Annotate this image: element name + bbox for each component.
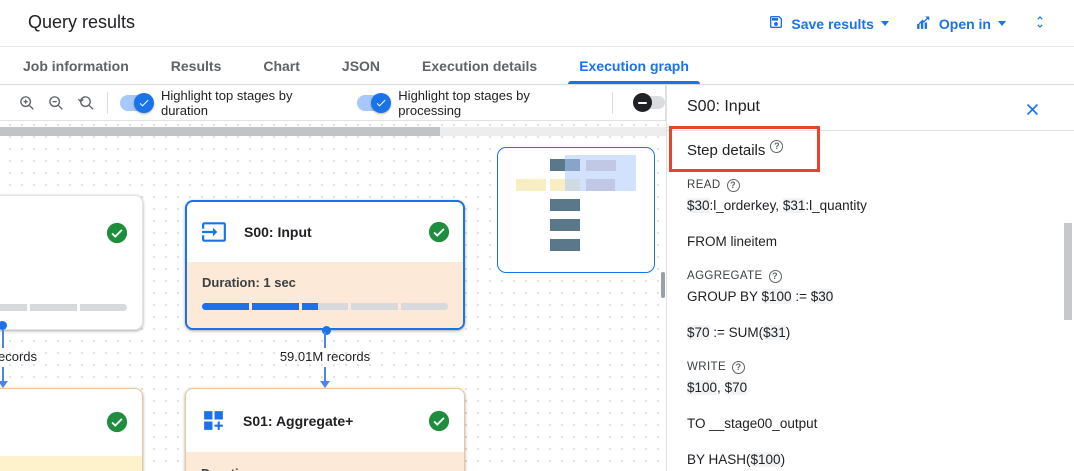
minimap-stage-block: [516, 179, 546, 191]
edge-line: [324, 367, 326, 381]
tab-job-information[interactable]: Job information: [23, 57, 129, 74]
node-stage-s01-aggregate[interactable]: S01: Aggregate+ Duration:: [185, 388, 465, 471]
help-icon[interactable]: ?: [768, 269, 782, 283]
edge-line: [2, 330, 4, 348]
header: Query results Save results Open in: [0, 0, 1074, 47]
step-group-by-hash: BY HASH($100): [687, 450, 1034, 469]
tab-json[interactable]: JSON: [341, 57, 381, 74]
toolbar-divider: [107, 91, 108, 114]
node-stage-s00-input[interactable]: S00: Input Duration: 1 sec: [185, 200, 465, 335]
stage-complete-icon: [106, 222, 128, 244]
aggregate-stage-icon: [201, 408, 226, 433]
node-stage-left-bottom[interactable]: [0, 388, 143, 471]
edge-arrowhead-icon: [320, 381, 330, 388]
save-icon: [768, 14, 784, 33]
duration-bar: [0, 304, 128, 311]
duration-section: Duration:: [186, 452, 464, 471]
toggle-switch-on[interactable]: [119, 92, 154, 113]
panel-title: S00: Input: [687, 98, 760, 115]
step-code-line: TO __stage00_output: [687, 416, 818, 431]
tab-execution-details[interactable]: Execution details: [422, 57, 538, 74]
duration-label: Duration:: [201, 466, 259, 471]
panel-scrollbar-thumb[interactable]: [1064, 223, 1072, 320]
minimap-stage-block: [550, 219, 580, 231]
help-icon[interactable]: ?: [726, 178, 740, 192]
minimap-viewport[interactable]: [565, 155, 636, 191]
save-results-button[interactable]: Save results: [768, 14, 889, 33]
input-stage-icon: [201, 219, 227, 245]
node-title: S00: Input: [244, 224, 312, 240]
tab-chart[interactable]: Chart: [263, 57, 300, 74]
toolbar-divider: [612, 91, 613, 114]
help-icon[interactable]: ?: [770, 139, 784, 153]
panel-divider: [667, 130, 1074, 131]
edge-connector-dot: [322, 326, 331, 335]
step-code-line: $70 := SUM($31): [687, 325, 791, 340]
tab-execution-graph[interactable]: Execution graph: [558, 47, 710, 84]
step-code-line: GROUP BY $100 := $30: [687, 289, 834, 304]
edge-line: [2, 367, 4, 381]
aggregate-label: AGGREGATE: [687, 270, 763, 282]
duration-label: Duration: 1 sec: [202, 275, 296, 290]
graph-minimap[interactable]: [497, 147, 655, 273]
chart-icon: [915, 14, 932, 34]
duration-section: [0, 456, 142, 471]
caret-down-icon: [998, 21, 1006, 26]
tab-results[interactable]: Results: [170, 57, 222, 74]
vertical-scrollbar-thumb[interactable]: [661, 272, 665, 298]
header-actions: Save results Open in: [768, 0, 1048, 47]
duration-section: Duration: 1 sec: [187, 262, 463, 328]
edge-arrowhead-icon: [0, 381, 8, 388]
step-details-body: READ ? $30:l_orderkey, $31:l_quantity FR…: [687, 177, 1034, 471]
execution-graph-canvas[interactable]: S00: Input Duration: 1 sec ecords 59.01M…: [0, 121, 666, 471]
zoom-reset-button[interactable]: [76, 94, 94, 112]
edge-connector-dot: [0, 321, 7, 330]
contrast-toggle[interactable]: [633, 93, 665, 112]
step-details-heading: Step details?: [687, 139, 784, 159]
minimap-stage-block: [550, 199, 580, 211]
write-label: WRITE: [687, 361, 727, 373]
toggle-highlight-processing[interactable]: Highlight top stages by processing: [357, 88, 589, 118]
step-code-line: $30:l_orderkey, $31:l_quantity: [687, 198, 867, 213]
step-details-panel: S00: Input Step details? READ ? $30:l_or…: [666, 85, 1074, 471]
edge-line: [324, 332, 326, 348]
step-group-aggregate: AGGREGATE ? GROUP BY $100 := $30: [687, 268, 1034, 306]
stage-complete-icon: [106, 411, 128, 433]
stage-complete-icon: [428, 221, 450, 243]
help-icon[interactable]: ?: [732, 360, 746, 374]
open-in-button[interactable]: Open in: [915, 14, 1006, 34]
zoom-in-button[interactable]: [18, 94, 36, 112]
caret-down-icon: [880, 21, 889, 26]
duration-bar: [202, 303, 448, 310]
step-group-write: WRITE ? $100, $70: [687, 359, 1034, 397]
edge-records-label: ecords: [0, 349, 38, 364]
toggle-highlight-duration[interactable]: Highlight top stages by duration: [119, 88, 336, 118]
graph-toolbar: Highlight top stages by duration Highlig…: [0, 85, 666, 121]
tab-bar: Job information Results Chart JSON Execu…: [0, 47, 1074, 85]
step-code-line: BY HASH($100): [687, 452, 786, 467]
horizontal-scrollbar[interactable]: [0, 127, 666, 136]
unfold-more-icon: [1032, 14, 1048, 33]
step-code-line: FROM lineitem: [687, 234, 778, 249]
step-group-to: TO __stage00_output: [687, 414, 1034, 433]
minimap-stage-block: [550, 239, 580, 251]
step-group-from: FROM lineitem: [687, 232, 1034, 251]
horizontal-scrollbar-thumb[interactable]: [0, 127, 440, 136]
page-title: Query results: [28, 12, 136, 32]
contrast-toggle-knob: [633, 93, 652, 112]
node-title: S01: Aggregate+: [243, 412, 354, 429]
stage-complete-icon: [428, 410, 450, 432]
toggle-switch-on[interactable]: [357, 92, 392, 113]
node-stage-left-top[interactable]: [0, 195, 143, 330]
close-icon[interactable]: [1025, 102, 1040, 117]
zoom-out-button[interactable]: [47, 94, 65, 112]
expand-panel-button[interactable]: [1032, 14, 1048, 33]
step-group-sum: $70 := SUM($31): [687, 323, 1034, 342]
step-group-read: READ ? $30:l_orderkey, $31:l_quantity: [687, 177, 1034, 215]
read-label: READ: [687, 179, 721, 191]
step-code-line: $100, $70: [687, 380, 748, 395]
edge-records-label: 59.01M records: [279, 349, 371, 364]
